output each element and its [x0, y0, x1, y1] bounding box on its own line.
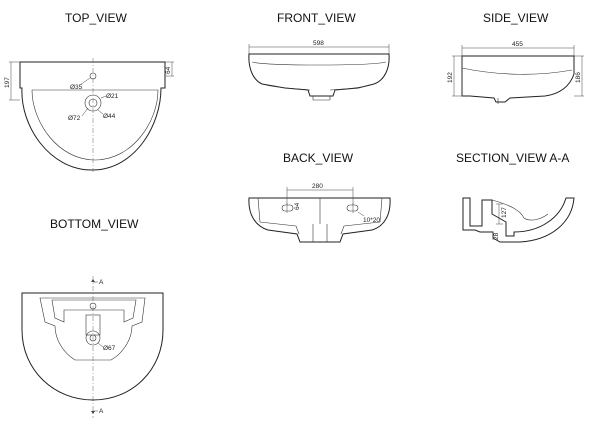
section-view-title: SECTION_VIEW A-A: [456, 151, 569, 165]
dim-top-rim: 64: [165, 66, 172, 74]
bottom-view-drawing: [21, 276, 164, 418]
dim-side-height-right: 186: [575, 72, 582, 83]
dim-top-drain-inner: Ø21: [106, 93, 119, 100]
back-view-outline: [248, 197, 391, 243]
top-view-title: TOP_VIEW: [65, 11, 127, 25]
front-view-outline: [248, 53, 390, 97]
side-view-title: SIDE_VIEW: [483, 11, 549, 25]
dim-side-height-left: 192: [447, 72, 454, 83]
dim-back-spacing: 280: [312, 183, 323, 190]
side-view-drawing: [452, 45, 584, 104]
top-view-drawing: [9, 58, 174, 172]
dim-side-depth: 455: [512, 41, 523, 48]
front-view-title: FRONT_VIEW: [277, 11, 356, 25]
back-view-drawing: [248, 187, 391, 243]
dim-top-tap-hole: Ø35: [70, 84, 83, 91]
dim-front-width: 598: [313, 40, 324, 47]
mounting-slot-left: [281, 204, 294, 212]
dim-back-hole-size: 10*20: [363, 217, 380, 224]
section-mark-bottom: A: [99, 408, 104, 415]
side-view-outline: [461, 55, 575, 103]
dim-bottom-drain: Ø67: [103, 345, 116, 352]
top-view-basin: [31, 89, 159, 161]
dim-top-depth: 197: [4, 77, 11, 88]
back-view-title: BACK_VIEW: [283, 151, 354, 165]
section-view-drawing: [462, 197, 575, 243]
section-mark-top: A: [99, 279, 104, 286]
dim-top-drain-mid: Ø44: [103, 113, 116, 120]
bottom-drain: [85, 330, 101, 346]
dim-back-hole-height: 64: [294, 202, 301, 210]
mounting-slot-right: [346, 204, 359, 212]
bottom-view-title: BOTTOM_VIEW: [50, 217, 139, 231]
front-view-drawing: [248, 44, 390, 101]
top-view-outline: [19, 61, 166, 171]
dim-top-drain-outer: Ø72: [68, 115, 81, 122]
bottom-view-outline: [21, 292, 164, 401]
bottom-view-bowl: [39, 297, 146, 361]
dim-section-b: 28: [493, 232, 500, 240]
dim-section-a: 127: [501, 207, 508, 218]
section-view-outline: [462, 197, 575, 243]
